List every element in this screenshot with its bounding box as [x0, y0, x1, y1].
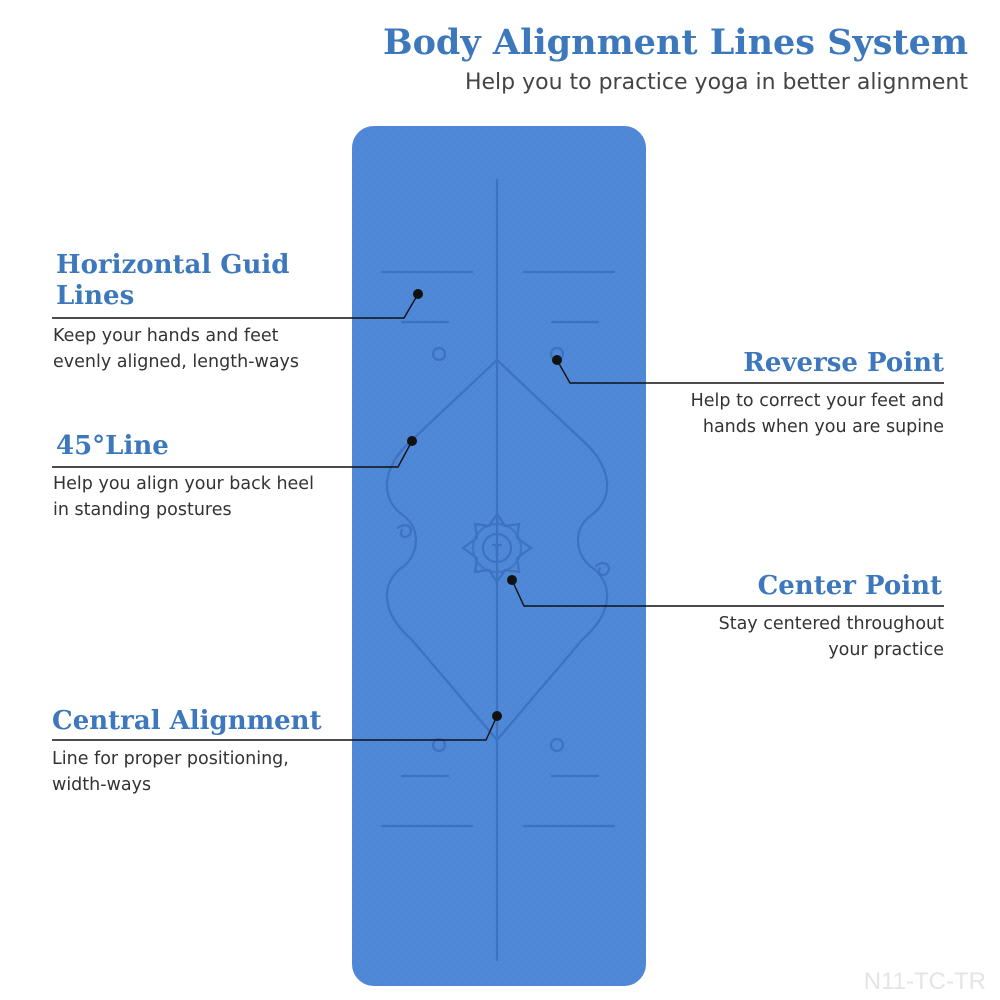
reverse-point-title: Reverse Point: [743, 348, 944, 378]
center-point-description: Stay centered throughout your practice: [718, 614, 944, 660]
reverse-point-circle: [549, 737, 565, 753]
center-mandala-icon: [461, 512, 533, 584]
mandala-letter: T: [492, 541, 503, 559]
central-alignment-leader: [52, 715, 498, 741]
reverse-point-description: Help to correct your feet and hands when…: [690, 391, 944, 437]
line45-leader: [52, 440, 413, 468]
reverse-point-circle: [431, 737, 447, 753]
reverse-point-leader: [556, 359, 944, 384]
diamond-45-line: [385, 358, 609, 742]
page-subtitle: Help you to practice yoga in better alig…: [464, 70, 968, 95]
watermark: N11-TC-TR: [863, 968, 986, 995]
line45-dot: [407, 436, 417, 446]
swirl-icon: [594, 562, 610, 577]
horizontal-guide-description: Keep your hands and feet evenly aligned,…: [53, 326, 300, 372]
swirl-icon: [396, 524, 412, 539]
line45-description: Help you align your back heel in standin…: [53, 474, 314, 520]
horizontal-guide-leader: [52, 293, 419, 319]
page-title: Body Alignment Lines System: [383, 22, 968, 63]
center-point-leader: [511, 579, 944, 607]
horizontal-guide-title: Horizontal Guid Lines: [56, 250, 290, 311]
line45-title: 45°Line: [56, 431, 169, 461]
center-point-dot: [507, 575, 517, 585]
reverse-point-dot: [552, 355, 562, 365]
reverse-point-circle: [431, 346, 447, 362]
central-alignment-description: Line for proper positioning, width-ways: [52, 749, 289, 795]
horizontal-guide-dot: [413, 289, 423, 299]
central-alignment-dot: [492, 711, 502, 721]
center-point-title: Center Point: [757, 571, 942, 601]
central-alignment-title: Central Alignment: [52, 706, 322, 736]
